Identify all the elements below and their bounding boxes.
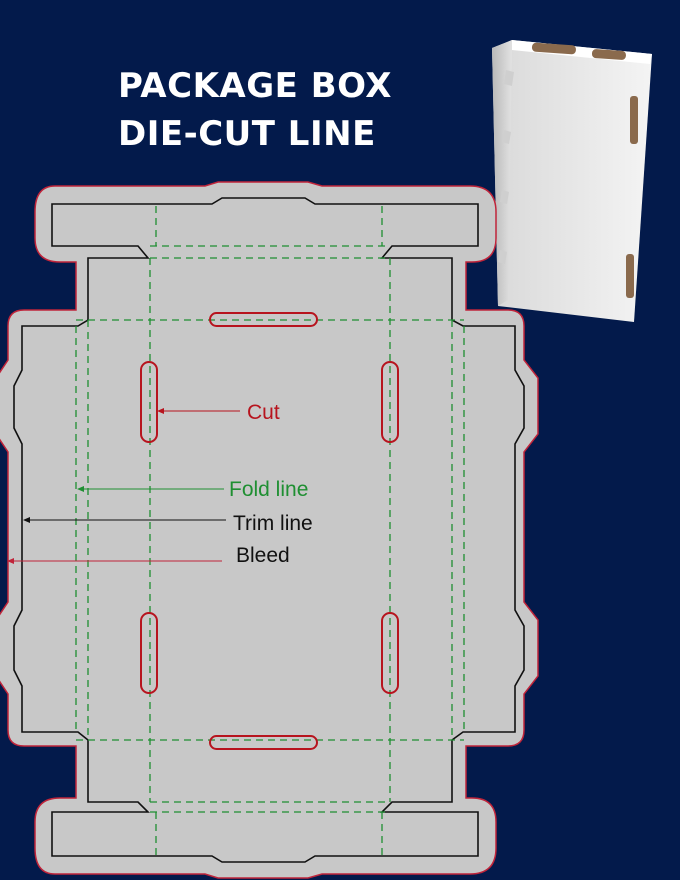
trim-line-label: Trim line <box>233 512 313 535</box>
bleed-label: Bleed <box>236 544 290 567</box>
trim-line <box>13 197 525 863</box>
legend-pointers <box>7 408 240 564</box>
fold-line-label: Fold line <box>229 478 308 501</box>
title-line-2: DIE-CUT LINE <box>118 114 376 154</box>
cut-label: Cut <box>247 401 280 424</box>
fold-lines <box>75 206 465 856</box>
cut-slot-left-lower <box>140 612 158 694</box>
cut-slot-right-upper <box>381 361 399 443</box>
tape-side-upper <box>630 96 638 144</box>
tape-top-2 <box>591 49 626 60</box>
cut-slot-right-lower <box>381 612 399 694</box>
cut-slot-bottom <box>209 735 318 750</box>
bleed-area <box>0 181 539 879</box>
page-title: PACKAGE BOX DIE-CUT LINE <box>118 62 392 158</box>
title-line-1: PACKAGE BOX <box>118 66 393 106</box>
cut-slot-top <box>209 312 318 327</box>
box-3d-image <box>492 40 652 322</box>
cut-slot-left-upper <box>140 361 158 443</box>
cut-slots <box>140 312 399 750</box>
tape-top <box>531 42 576 55</box>
tape-side-lower <box>626 254 634 298</box>
